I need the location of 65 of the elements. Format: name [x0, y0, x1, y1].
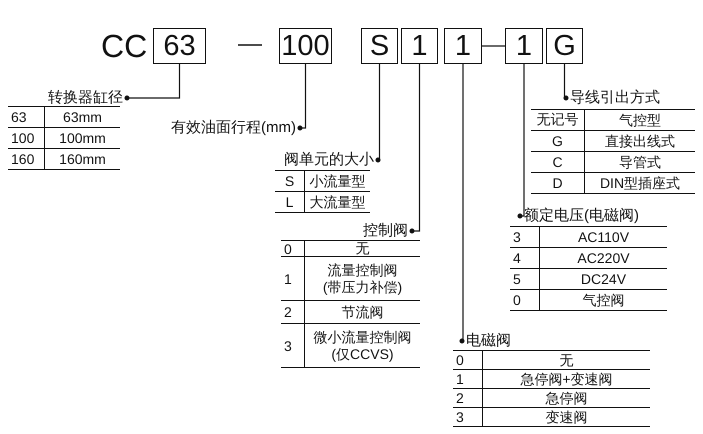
table-cell: 3: [453, 408, 483, 426]
option-heading: 有效油面行程(mm): [150, 119, 296, 137]
table-cell: G: [531, 131, 585, 151]
code-box: 1: [444, 28, 482, 64]
table-cell: AC220V: [577, 250, 630, 266]
option-heading: 导线引出方式: [570, 89, 695, 107]
table-cell: 节流阀: [342, 304, 384, 320]
table-cell: DC24V: [580, 270, 626, 288]
table-cell: D: [531, 173, 585, 193]
table-cell: 急停阀+变速阀: [520, 370, 613, 388]
table-cell: 100mm: [59, 130, 106, 146]
table-cell: 63: [8, 107, 45, 127]
table-cell: S: [275, 171, 305, 191]
table-cell: L: [275, 192, 305, 212]
table-cell: 0: [281, 241, 305, 256]
leader-line: [460, 64, 464, 344]
table-cell: C: [531, 152, 585, 172]
table-cell: 流量控制阀(带压力补偿): [322, 262, 402, 296]
option-heading: 阀单元的大小: [276, 151, 374, 169]
leader-line: [518, 64, 525, 218]
table-cell: 0: [510, 290, 540, 310]
code-box: 100: [279, 28, 332, 64]
table-cell: 无: [356, 240, 370, 257]
table-cell: 4: [510, 248, 540, 268]
leader-line: [564, 64, 568, 100]
code-box: 1: [505, 28, 543, 64]
table-cell: 2: [281, 301, 305, 323]
leader-line: [482, 45, 505, 47]
table-cell: 气控型: [619, 112, 661, 128]
table-cell: DIN型插座式: [600, 174, 680, 192]
option-heading: 额定电压(电磁阀): [524, 207, 654, 225]
option-heading: 控制阀: [340, 222, 408, 240]
leader-line: [298, 64, 306, 130]
model-prefix: CC: [101, 29, 148, 63]
table-cell: 1: [281, 257, 305, 300]
code-box: 1: [401, 28, 438, 64]
table-cell: 0: [453, 351, 483, 369]
table-cell: 1: [453, 370, 483, 388]
table-cell: 3: [510, 227, 540, 247]
table-cell: AC110V: [578, 228, 630, 246]
table-cell: 无记号: [531, 110, 585, 130]
leader-line: [376, 64, 380, 162]
leader-line: [410, 64, 420, 234]
option-heading: 转换器缸径: [33, 89, 123, 107]
table-cell: 63mm: [63, 108, 102, 126]
table-cell: 5: [510, 269, 540, 289]
code-box: G: [546, 28, 583, 64]
code-box: 63: [153, 28, 206, 64]
table-cell: 无: [560, 352, 574, 368]
table-cell: 2: [453, 389, 483, 407]
leader-line: [124, 64, 180, 100]
code-box: S: [361, 28, 398, 64]
table-cell: 微小流量控制阀(仅CCVS): [312, 328, 412, 362]
table-cell: 变速阀: [546, 408, 588, 426]
table-cell: 气控阀: [582, 292, 624, 308]
option-heading: 电磁阀: [466, 332, 521, 350]
table-cell: 160mm: [59, 150, 106, 168]
table-cell: 160: [8, 149, 45, 169]
table-cell: 大流量型: [310, 194, 366, 210]
table-cell: 急停阀: [546, 390, 588, 406]
table-cell: 100: [8, 128, 45, 148]
table-cell: 直接出线式: [605, 132, 675, 150]
table-cell: 3: [281, 324, 305, 367]
table-cell: 导管式: [619, 154, 661, 170]
table-cell: 小流量型: [310, 172, 366, 190]
